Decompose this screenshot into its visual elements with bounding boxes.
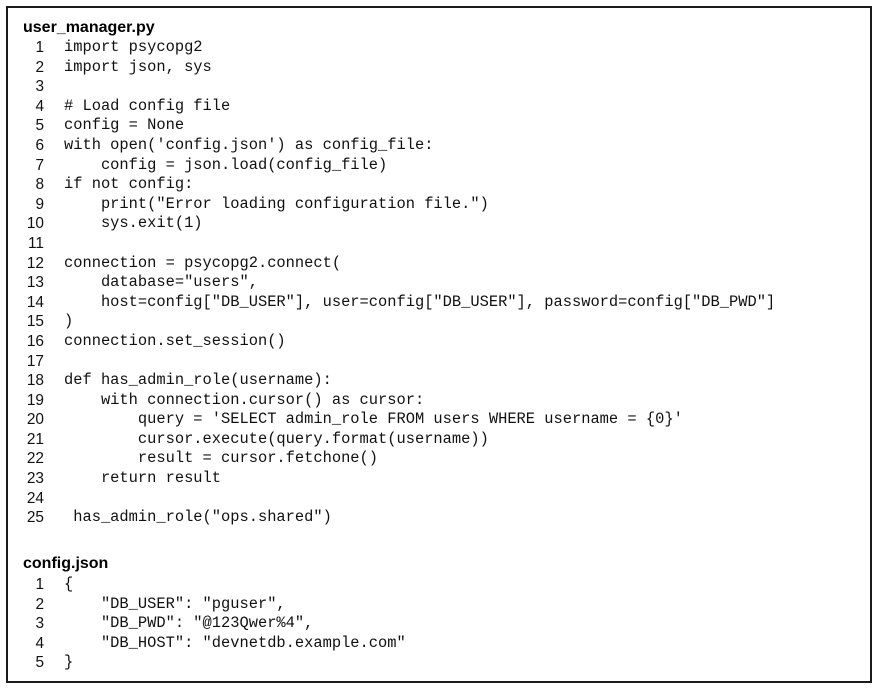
code-line: 3 "DB_PWD": "@123Qwer%4", (8, 614, 313, 634)
code-line: 1{ (8, 575, 73, 595)
line-number: 4 (35, 634, 44, 652)
line-number: 25 (26, 509, 44, 527)
code-text: def has_admin_role(username): (64, 371, 332, 390)
line-number: 4 (35, 97, 44, 115)
code-line: 9 print("Error loading configuration fil… (8, 195, 488, 215)
code-figure-frame: user_manager.py 1 import psycopg2 2 import … (6, 6, 872, 683)
code-text: with open('config.json') as config_file: (64, 135, 434, 154)
line-number: 1 (35, 576, 44, 593)
file-title-config: config.json (23, 555, 109, 572)
code-line: 8 if not config: (8, 175, 193, 195)
code-text: sys.exit(1) (64, 214, 203, 233)
line-number: 23 (26, 470, 44, 488)
code-text: result = cursor.fetchone() (64, 449, 379, 468)
line-number: 21 (26, 430, 44, 448)
code-line: 22 result = cursor.fetchone() (8, 449, 378, 469)
line-number: 10 (26, 215, 44, 233)
line-number: 22 (26, 450, 44, 468)
code-line: 19 with connection.cursor() as cursor: (8, 391, 424, 411)
code-block-config: 1{2 "DB_USER": "pguser",3 "DB_PWD": "@12… (8, 575, 405, 673)
code-line: 2 import json, sys (8, 58, 211, 78)
code-line: 3 (8, 77, 44, 97)
line-number: 6 (35, 136, 44, 154)
code-line: 14 host=config["DB_USER"], user=config["… (8, 293, 775, 313)
line-number: 16 (26, 332, 44, 350)
line-number: 19 (26, 391, 44, 409)
line-number: 15 (26, 313, 44, 331)
code-text: import json, sys (64, 57, 212, 76)
code-line: 15) (8, 312, 73, 332)
line-number: 14 (26, 293, 44, 311)
code-text: host=config["DB_USER"], user=config["DB_… (64, 292, 776, 311)
code-text: "DB_HOST": "devnetdb.example.com" (64, 633, 406, 652)
code-text: "DB_PWD": "@123Qwer%4", (64, 614, 314, 633)
code-text: { (64, 575, 74, 593)
line-number: 17 (26, 352, 44, 370)
code-text: config = None (64, 116, 185, 135)
code-text: with connection.cursor() as cursor: (64, 390, 425, 409)
line-number: 12 (26, 254, 44, 272)
code-text: return result (64, 469, 222, 488)
line-number: 18 (26, 372, 44, 390)
line-number: 5 (35, 117, 44, 135)
code-line: 1 import psycopg2 (8, 38, 202, 58)
line-number: 11 (28, 234, 44, 252)
code-line: 6 with open('config.json') as config_file… (8, 136, 433, 156)
code-text: if not config: (64, 175, 194, 194)
code-line: 5 config = None (8, 116, 184, 136)
line-number: 20 (26, 411, 44, 429)
code-text: connection.set_session() (64, 331, 286, 350)
code-line: 11 (8, 234, 44, 254)
code-line: 23 return result (8, 469, 221, 489)
line-number: 7 (35, 156, 44, 174)
line-number: 5 (35, 654, 44, 672)
code-line: 24 (8, 489, 44, 509)
file-title-user-manager: user_manager.py (23, 19, 155, 36)
code-text: config = json.load(config_file) (64, 155, 388, 174)
line-number: 13 (26, 274, 44, 292)
code-text: print("Error loading configuration file.… (64, 194, 489, 213)
code-text: ) (64, 312, 74, 331)
line-number: 1 (35, 39, 44, 56)
code-line: 20 query = 'SELECT admin_role FROM users… (8, 410, 683, 430)
code-line: 7 config = json.load(config_file) (8, 156, 387, 176)
code-text: connection = psycopg2.connect( (64, 253, 342, 272)
line-number: 3 (35, 615, 44, 633)
code-text: # Load config file (64, 96, 231, 115)
code-line: 5} (8, 653, 73, 673)
line-number: 8 (35, 176, 44, 194)
code-line: 18 def has_admin_role(username): (8, 371, 332, 391)
code-text: "DB_USER": "pguser", (64, 594, 286, 613)
code-text: query = 'SELECT admin_role FROM users WH… (64, 410, 683, 429)
code-line: 13 database="users", (8, 273, 258, 293)
line-number: 9 (35, 195, 44, 213)
code-line: 17 (8, 352, 44, 372)
line-number: 2 (35, 595, 44, 613)
code-line: 16 connection.set_session() (8, 332, 286, 352)
code-line: 4 "DB_HOST": "devnetdb.example.com" (8, 634, 405, 654)
line-number: 2 (35, 58, 44, 76)
line-number: 24 (26, 489, 44, 507)
code-text: cursor.execute(query.format(username)) (64, 429, 489, 448)
code-line: 25 has_admin_role("ops.shared") (8, 508, 332, 528)
line-number: 3 (35, 78, 44, 96)
code-line: 2 "DB_USER": "pguser", (8, 595, 285, 615)
code-text: has_admin_role("ops.shared") (64, 508, 332, 527)
code-line: 10 sys.exit(1) (8, 214, 203, 234)
code-text: import psycopg2 (64, 38, 203, 56)
code-text: database="users", (64, 273, 258, 292)
code-text: } (64, 653, 74, 672)
code-line: 4 # Load config file (8, 97, 230, 117)
code-line: 21 cursor.execute(query.format(username)… (8, 430, 489, 450)
code-line: 12 connection = psycopg2.connect( (8, 254, 341, 274)
